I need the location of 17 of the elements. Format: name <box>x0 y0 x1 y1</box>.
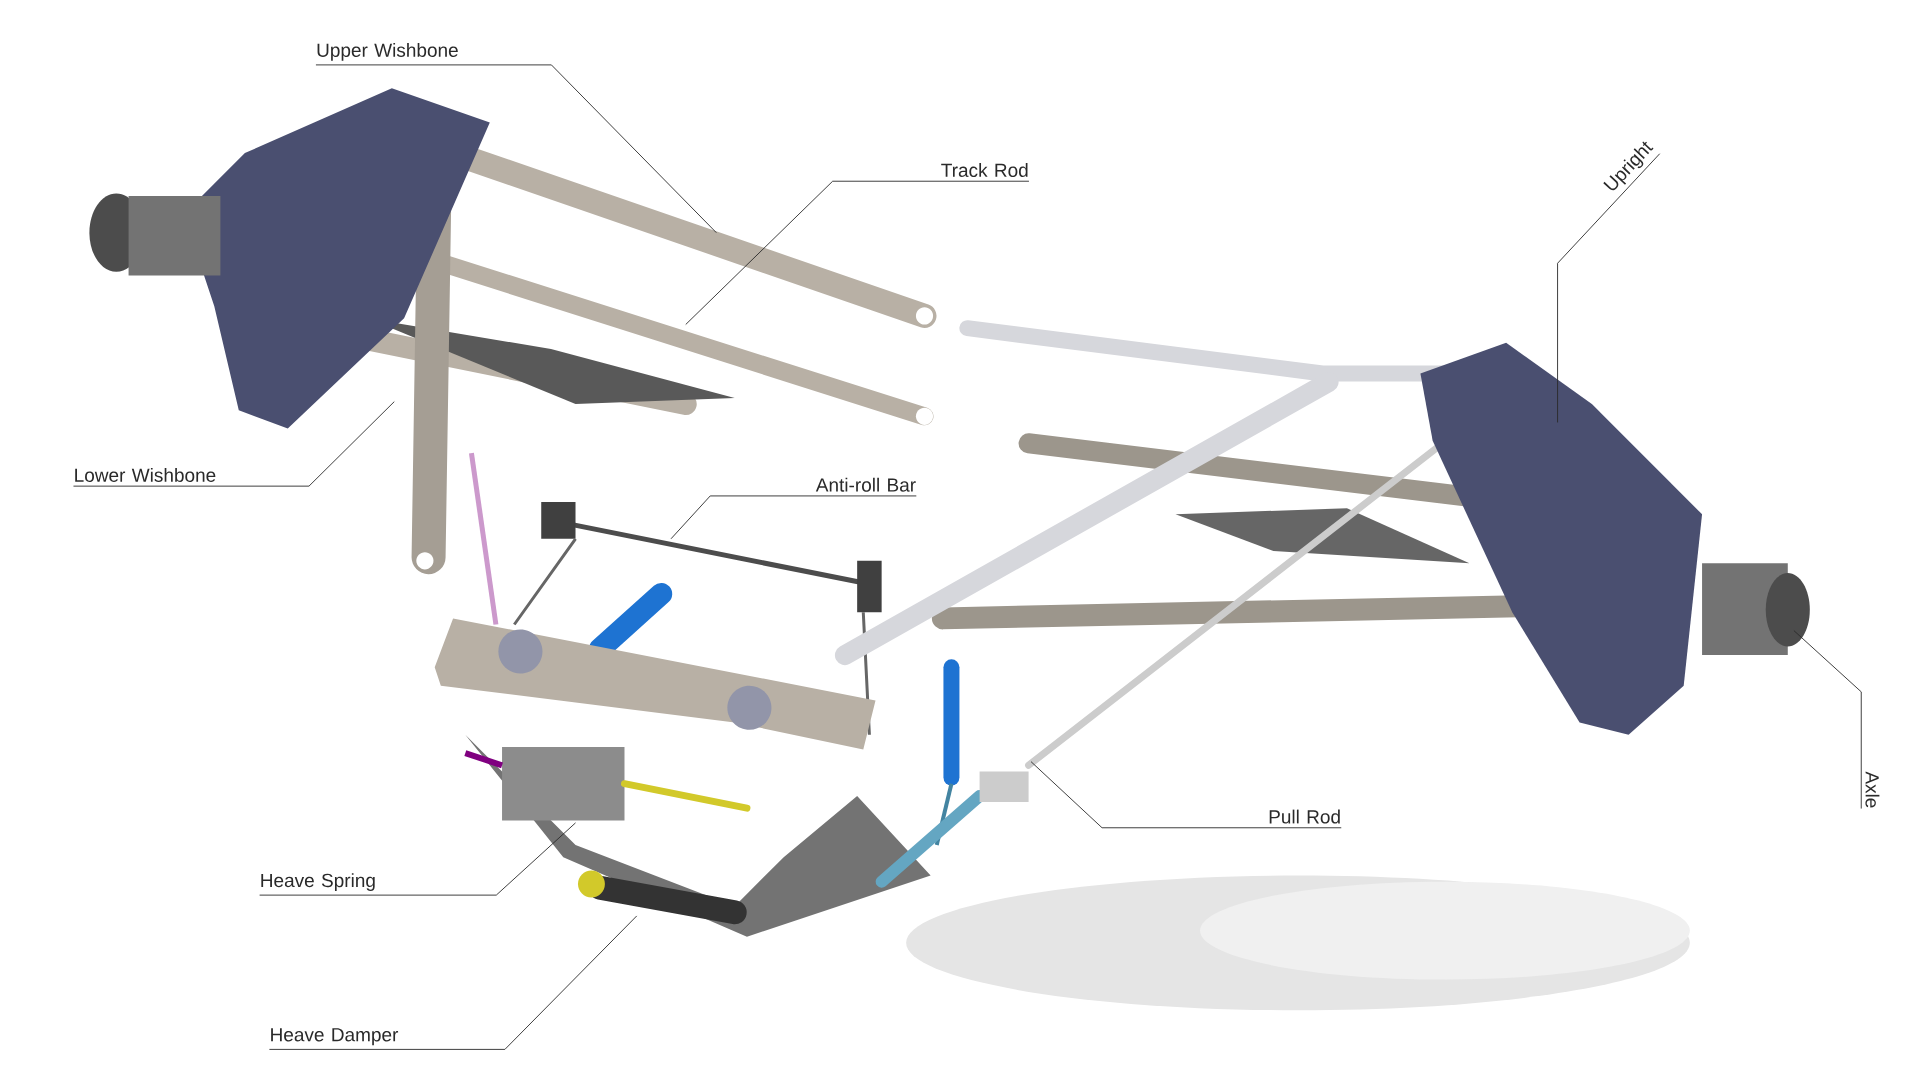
leader-line <box>1557 153 1661 423</box>
leader-line <box>259 822 576 896</box>
leader-line <box>1030 761 1342 829</box>
part-label: Track Rod <box>941 163 1028 178</box>
part-label: Axle <box>1865 771 1880 808</box>
leader-line <box>685 180 1030 325</box>
part-label: Pull Rod <box>1269 809 1340 824</box>
part-label: Lower Wishbone <box>75 468 216 482</box>
leader-line <box>1793 630 1862 809</box>
part-label: Upper Wishbone <box>317 43 458 61</box>
part-label: Heave Spring <box>261 873 375 891</box>
leader-line <box>315 64 717 234</box>
part-label: Heave Damper <box>271 1028 399 1046</box>
leader-line <box>268 915 638 1050</box>
part-label: Anti-roll Bar <box>815 477 916 492</box>
leader-line <box>670 495 917 540</box>
leader-line <box>73 401 395 487</box>
